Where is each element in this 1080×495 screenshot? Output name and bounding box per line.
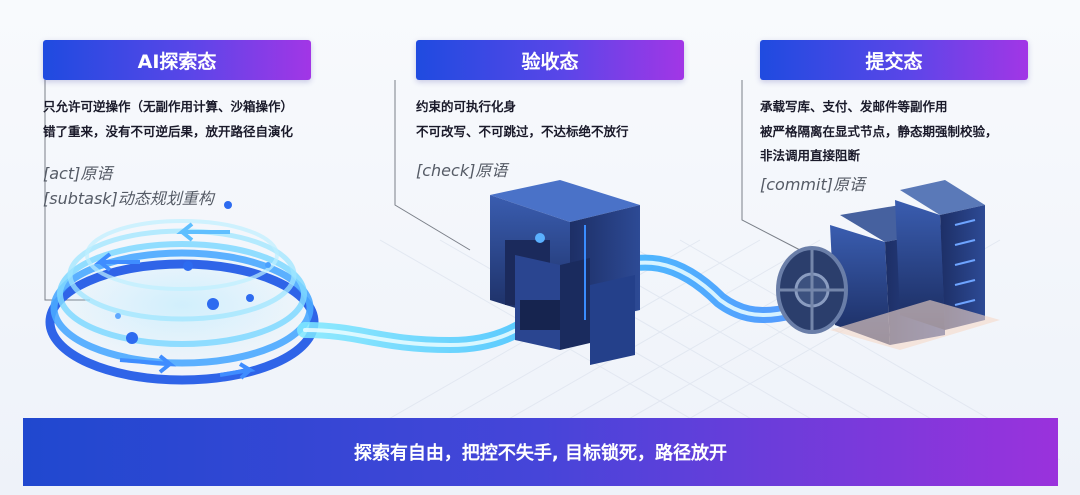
check-desc-2: 不可改写、不可跳过，不达标绝不放行 (416, 124, 629, 139)
check-gate-illustration (490, 180, 640, 365)
commit-desc-2: 被严格隔离在显式节点，静态期强制校验， (760, 124, 998, 139)
commit-primitive: [commit]原语 (760, 175, 865, 194)
explore-desc-2: 错了重来，没有不可逆后果，放开路径自演化 (43, 124, 294, 139)
check-primitive: [check]原语 (416, 161, 508, 180)
stage-title-commit: 提交态 (865, 50, 923, 73)
explore-primitive-subtask: [subtask]动态规划重构 (43, 189, 214, 208)
stage-title-explore: AI探索态 (137, 50, 217, 73)
explore-primitive-act: [act]原语 (43, 164, 113, 183)
commit-vault-illustration (776, 180, 1000, 350)
explore-desc-1: 只允许可逆操作（无副作用计算、沙箱操作） (43, 99, 294, 114)
stage-title-check: 验收态 (521, 50, 579, 73)
summary-text: 探索有自由，把控不失手, 目标锁死，路径放开 (353, 443, 728, 464)
summary-banner: 探索有自由，把控不失手, 目标锁死，路径放开 (23, 418, 1058, 486)
stage-header-explore: AI探索态 (43, 40, 311, 80)
commit-desc-3: 非法调用直接阻断 (760, 148, 861, 163)
commit-desc-1: 承载写库、支付、发邮件等副作用 (760, 99, 948, 114)
stage-header-check: 验收态 (416, 40, 684, 80)
check-desc-1: 约束的可执行化身 (416, 99, 517, 114)
stage-header-commit: 提交态 (760, 40, 1028, 80)
explore-loop-illustration (45, 201, 319, 385)
